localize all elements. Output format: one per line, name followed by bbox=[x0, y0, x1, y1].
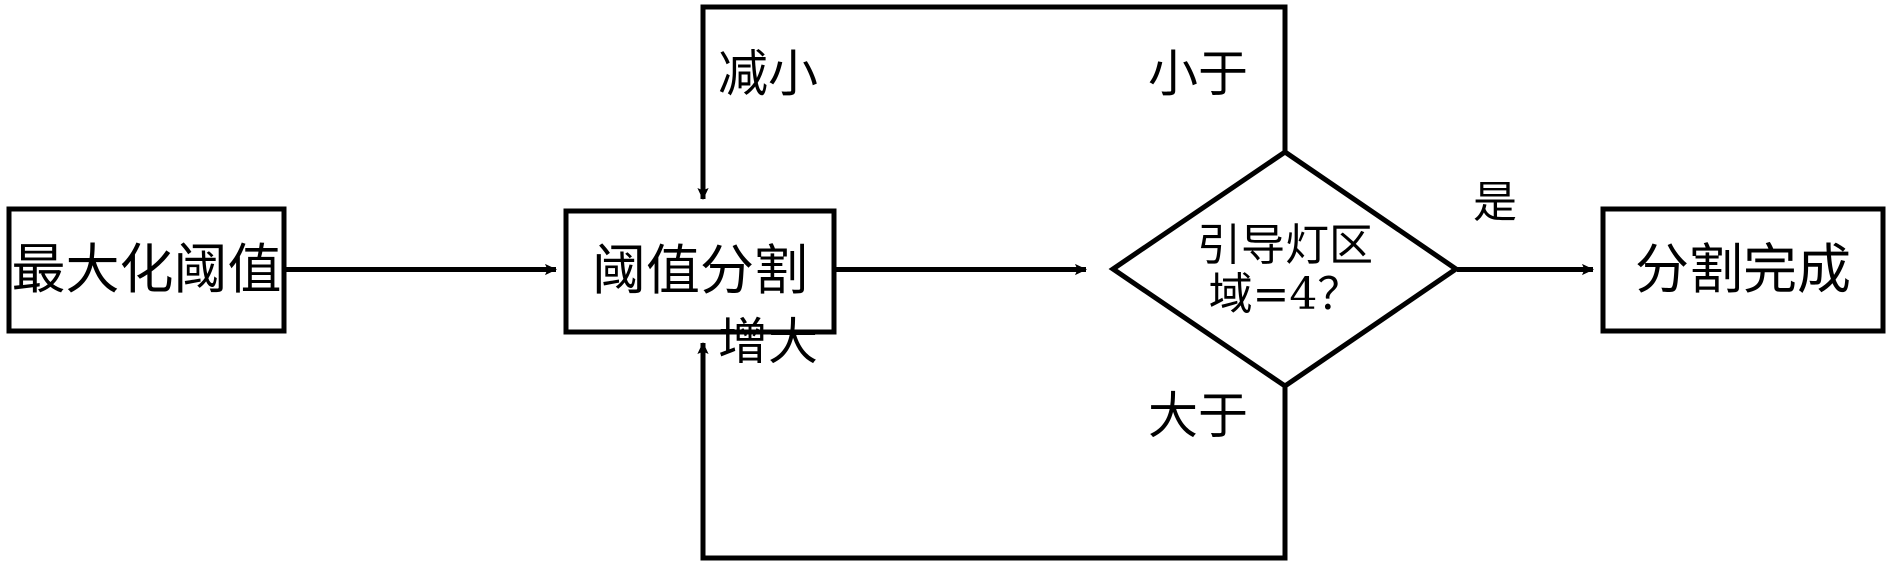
edge-decision-top-loop bbox=[697, 4, 1288, 200]
node-shape-maximize-threshold[interactable] bbox=[6, 206, 287, 334]
node-shape-segmentation-complete[interactable] bbox=[1600, 206, 1886, 334]
edge-label-greater-than: 大于 bbox=[1148, 387, 1248, 445]
edge-decision-bottom-loop bbox=[697, 342, 1288, 561]
edge-label-less-than: 小于 bbox=[1148, 45, 1248, 103]
edge-label-yes: 是 bbox=[1473, 177, 1517, 228]
edge-label-decrease: 减小 bbox=[718, 45, 818, 103]
node-shape-guide-light-region-check[interactable] bbox=[1108, 148, 1461, 390]
node-shape-threshold-segmentation[interactable] bbox=[563, 208, 837, 335]
edge-label-increase: 增大 bbox=[718, 313, 818, 371]
